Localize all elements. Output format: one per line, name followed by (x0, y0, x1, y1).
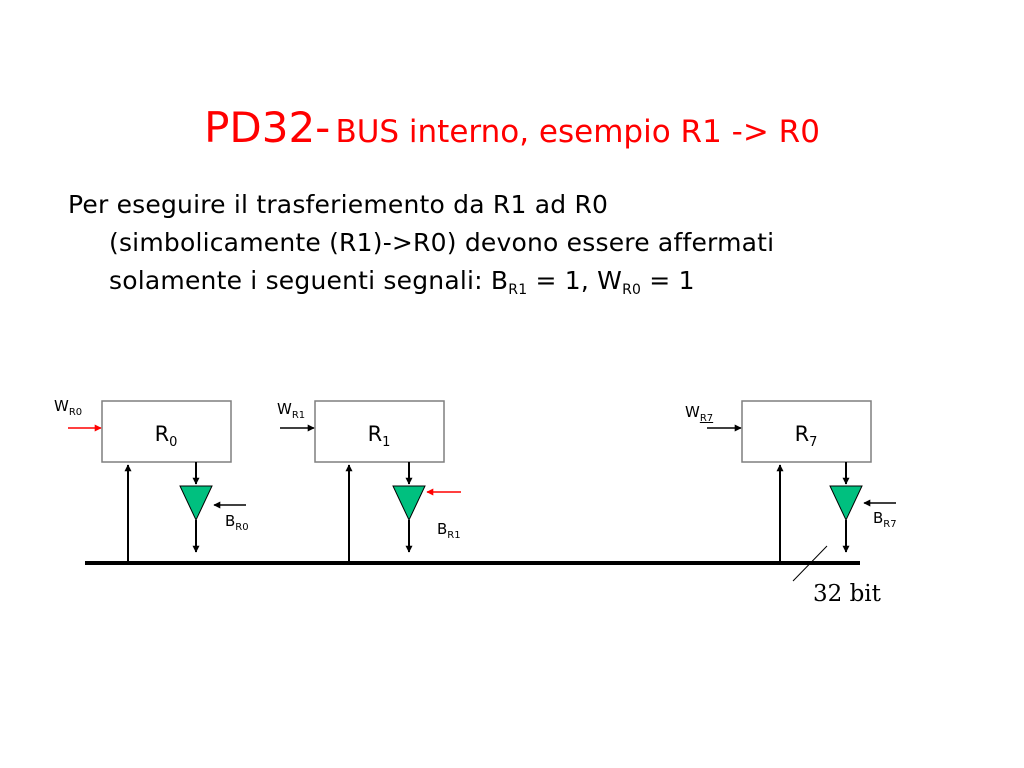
body-line-3-mid: = 1, W (527, 266, 623, 295)
register-r1-label: R1 (368, 422, 391, 450)
register-r0-buffer (179, 485, 213, 522)
register-r1-buffer (392, 485, 426, 522)
register-r7-group: R7 WR7 BR7 (685, 400, 897, 561)
body-line-3-prefix: solamente i seguenti segnali: B (109, 266, 509, 295)
register-r0-group: R0 WR0 BR0 (54, 397, 249, 561)
slide-title: PD32- BUS interno, esempio R1 -> R0 (0, 103, 1024, 152)
register-r1-write-label: WR1 (277, 400, 305, 421)
register-r0-bus-enable-label: BR0 (225, 512, 249, 533)
title-sub: BUS interno, esempio R1 -> R0 (335, 114, 820, 150)
title-main: PD32- (204, 103, 331, 152)
register-r7-box (741, 400, 872, 463)
register-r7-bus-enable-label: BR7 (873, 509, 897, 530)
body-w-subscript: R0 (622, 282, 642, 298)
body-b-subscript: R1 (508, 282, 528, 298)
register-r1-group: R1 WR1 BR1 (277, 400, 461, 561)
bus-width-slash (792, 545, 828, 582)
register-r0-label: R0 (155, 422, 178, 450)
register-r7-label: R7 (795, 422, 818, 450)
register-r0-write-label: WR0 (54, 397, 82, 418)
register-r7-buffer (829, 485, 863, 522)
register-r1-bus-enable-label: BR1 (437, 520, 461, 541)
body-line-2: (simbolicamente (R1)->R0) devono essere … (109, 228, 775, 257)
body-line-1: Per eseguire il trasferiemento da R1 ad … (68, 190, 609, 219)
body-line-3: solamente i seguenti segnali: BR1 = 1, W… (68, 262, 968, 300)
bus-width-label: 32 bit (813, 581, 882, 607)
register-r7-write-label: WR7 (685, 403, 713, 424)
register-r0-box (101, 400, 232, 463)
register-r1-box (314, 400, 445, 463)
body-paragraph: Per eseguire il trasferiemento da R1 ad … (68, 186, 968, 300)
body-line-3-suffix: = 1 (641, 266, 695, 295)
